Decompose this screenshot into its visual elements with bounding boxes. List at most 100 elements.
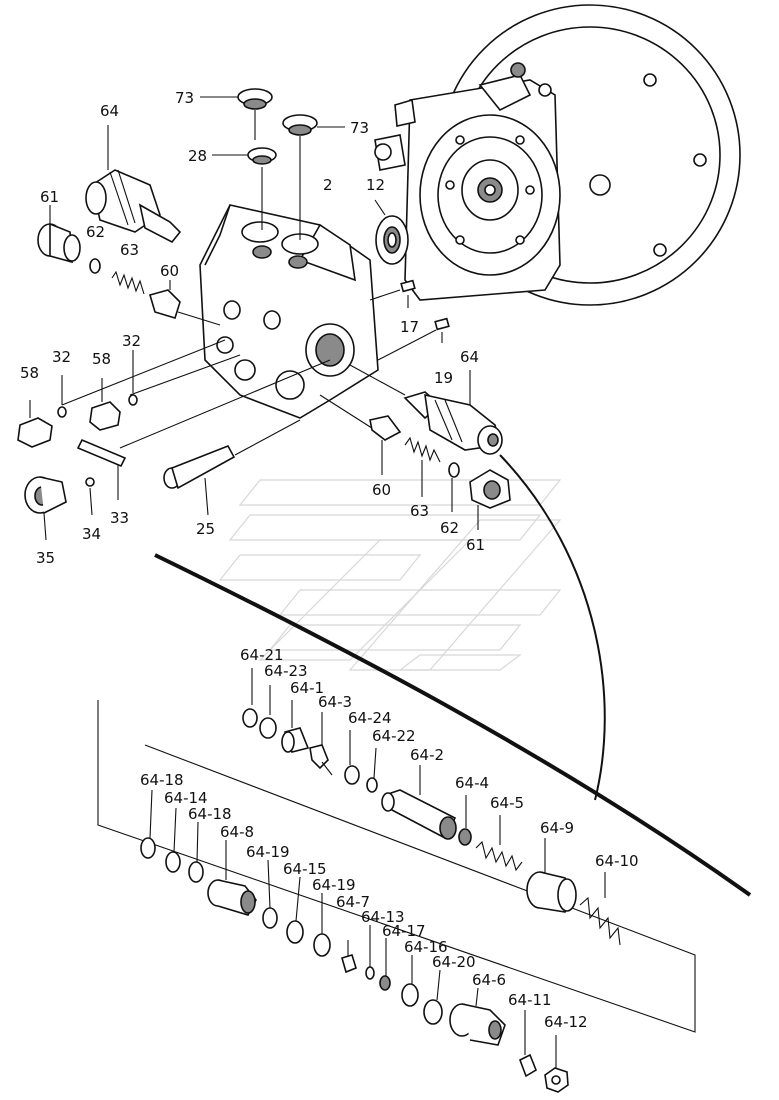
label-64-top: 64 <box>100 102 119 120</box>
pin-19 <box>434 317 450 343</box>
label-35: 35 <box>36 549 55 567</box>
motor-housing <box>374 4 741 306</box>
backup-ring-64-19-b <box>313 933 331 957</box>
plug-73-left <box>200 88 273 110</box>
piston-64-3 <box>309 744 333 776</box>
label-64-4: 64-4 <box>455 774 489 792</box>
label-64-18-a: 64-18 <box>140 771 184 789</box>
screw-34 <box>85 477 95 516</box>
label-64-19-b: 64-19 <box>312 876 356 894</box>
sleeve-64-8 <box>207 879 257 916</box>
valve-body <box>199 204 379 419</box>
label-64-23: 64-23 <box>264 662 308 680</box>
sleeve-64-2 <box>381 789 457 840</box>
label-34: 34 <box>82 525 101 543</box>
label-60-left: 60 <box>160 262 179 280</box>
screw-64-11 <box>518 1010 537 1078</box>
plunger-60-left <box>149 280 221 326</box>
backup-ring-64-18-b <box>188 861 204 883</box>
label-2: 2 <box>323 176 333 194</box>
o-ring-32-left <box>57 375 67 418</box>
label-61-right: 61 <box>466 536 485 554</box>
label-64-22: 64-22 <box>372 727 416 745</box>
relief-valve-64-right <box>403 370 503 455</box>
label-64-8: 64-8 <box>220 823 254 841</box>
o-ring-64-23 <box>259 717 277 739</box>
label-12: 12 <box>366 176 385 194</box>
seat-64-4 <box>458 828 472 846</box>
assembly-guide-lines <box>61 289 437 456</box>
spring-64-5 <box>475 840 523 872</box>
label-64-2: 64-2 <box>410 746 444 764</box>
spring-63-right <box>404 436 441 497</box>
spring-63-left <box>111 270 145 295</box>
label-25: 25 <box>196 520 215 538</box>
label-64-20: 64-20 <box>432 953 476 971</box>
label-64-24: 64-24 <box>348 709 392 727</box>
detail-callout-curve <box>154 553 752 897</box>
backup-ring-64-19-a <box>262 907 278 929</box>
label-60-right: 60 <box>372 481 391 499</box>
label-62-left: 62 <box>86 223 105 241</box>
o-ring-64-22 <box>366 777 378 793</box>
label-63-left: 63 <box>120 241 139 259</box>
label-64-5: 64-5 <box>490 794 524 812</box>
seal-28 <box>212 110 277 230</box>
o-ring-64-21 <box>242 708 258 728</box>
label-33: 33 <box>110 509 129 527</box>
nut-64-12 <box>544 1035 569 1093</box>
label-64-3: 64-3 <box>318 693 352 711</box>
label-64-16: 64-16 <box>404 938 448 956</box>
plate-33 <box>76 438 127 500</box>
retaining-ring-64-20 <box>423 999 443 1025</box>
label-32-right: 32 <box>122 332 141 350</box>
label-17: 17 <box>400 318 419 336</box>
label-61-left: 61 <box>40 188 59 206</box>
o-ring-64-16 <box>401 983 419 1007</box>
label-73-left: 73 <box>175 89 194 107</box>
poppet-64-1 <box>281 727 310 753</box>
label-64-19-a: 64-19 <box>246 843 290 861</box>
label-63-right: 63 <box>410 502 429 520</box>
label-64-9: 64-9 <box>540 819 574 837</box>
plug-64-9 <box>526 871 577 913</box>
label-64-right: 64 <box>460 348 479 366</box>
label-73-right: 73 <box>350 119 369 137</box>
backup-ring-64-18-a <box>140 837 156 859</box>
label-64-1: 64-1 <box>290 679 324 697</box>
o-ring-64-14 <box>165 851 181 873</box>
spring-64-10 <box>579 896 621 946</box>
bolt-25 <box>163 444 236 516</box>
label-64-10: 64-10 <box>595 852 639 870</box>
label-64-15: 64-15 <box>283 860 327 878</box>
label-32-left: 32 <box>52 348 71 366</box>
label-19: 19 <box>434 369 453 387</box>
label-62-right: 62 <box>440 519 459 537</box>
label-64-6: 64-6 <box>472 971 506 989</box>
detail-frame <box>97 700 696 1033</box>
label-28: 28 <box>188 147 207 165</box>
watermark-logo <box>218 479 562 671</box>
plunger-60-right <box>369 415 402 475</box>
plug-64-6 <box>449 1003 506 1046</box>
pin-17 <box>400 279 416 308</box>
label-64-11: 64-11 <box>508 991 552 1009</box>
o-ring-62-left <box>89 258 101 274</box>
o-ring-64-24 <box>344 765 360 785</box>
relief-valve-64-left <box>85 125 182 244</box>
plug-61-left <box>37 205 81 264</box>
label-58-right: 58 <box>92 350 111 368</box>
label-64-17: 64-17 <box>382 922 426 940</box>
label-64-7: 64-7 <box>336 893 370 911</box>
label-58-left: 58 <box>20 364 39 382</box>
bearing-12 <box>374 199 409 265</box>
label-64-12: 64-12 <box>544 1013 588 1031</box>
label-64-21: 64-21 <box>240 646 284 664</box>
plug-61-right <box>469 469 511 530</box>
plug-58-right <box>89 378 121 431</box>
label-64-18-b: 64-18 <box>188 805 232 823</box>
o-ring-64-15 <box>286 920 304 944</box>
o-ring-62-right <box>448 462 460 512</box>
